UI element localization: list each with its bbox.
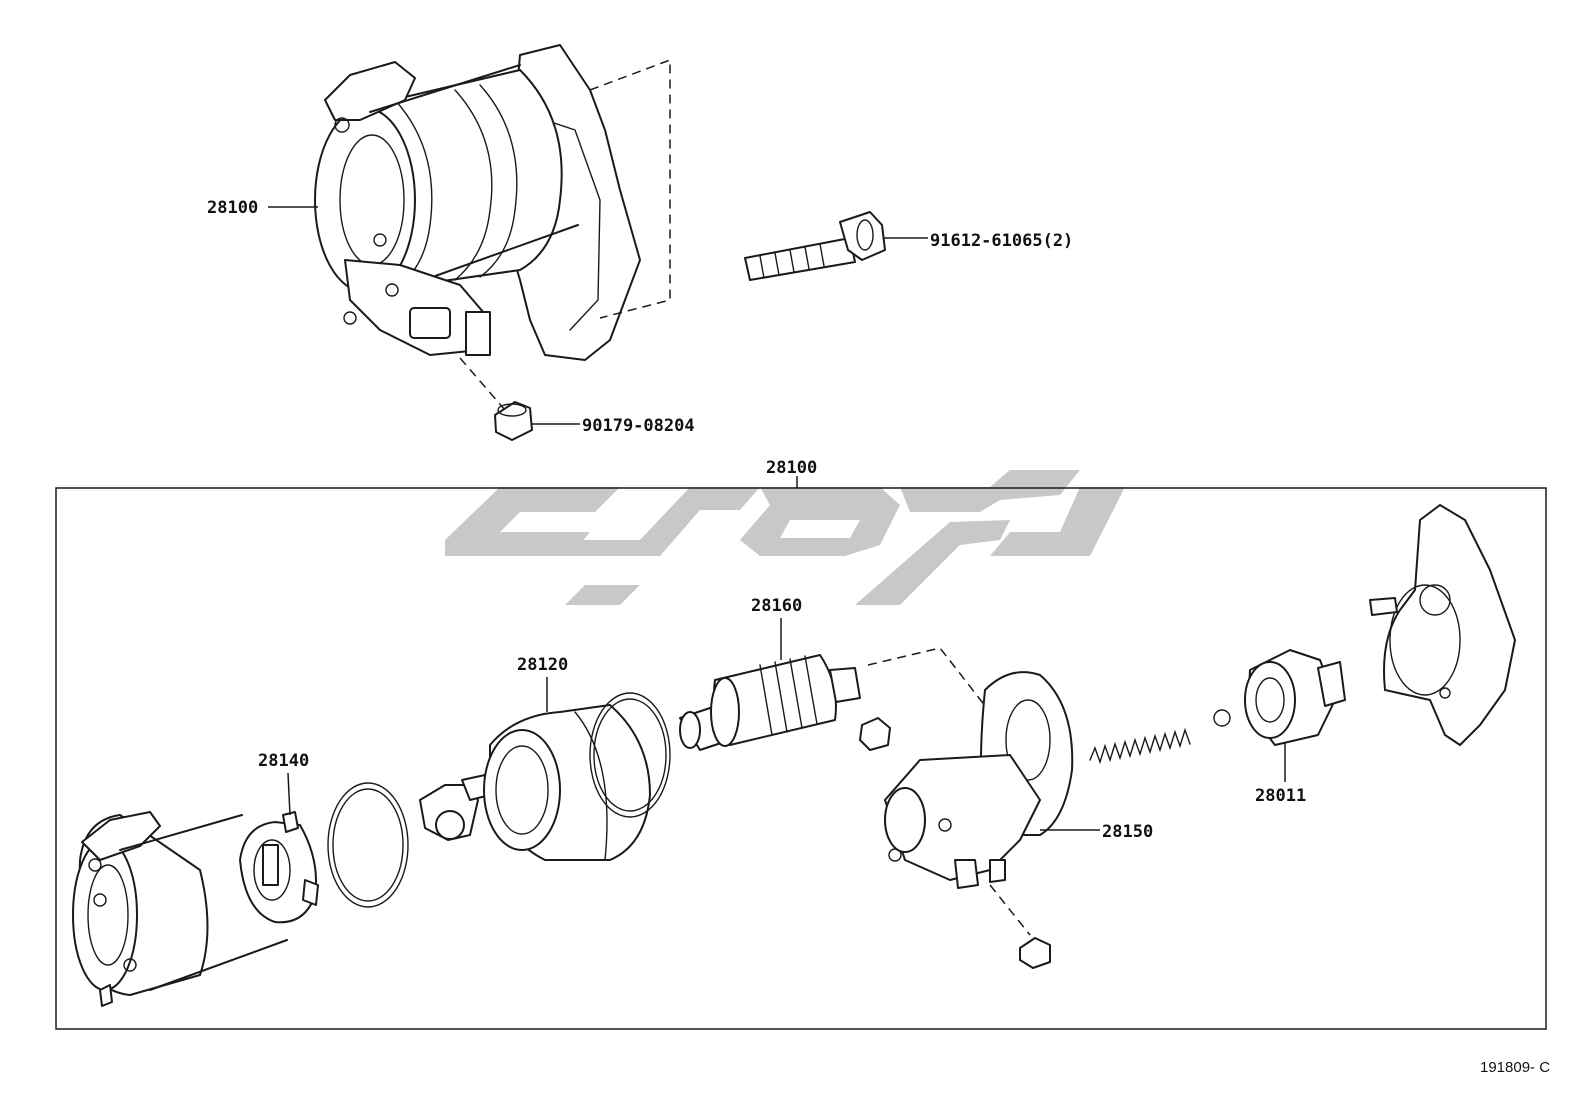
plunger [419, 774, 491, 841]
cap-lower [1019, 937, 1051, 969]
cap-part [459, 357, 533, 441]
group-frame [55, 487, 1547, 1030]
label-armature: 28160 [751, 596, 802, 616]
label-clutch: 28011 [1255, 786, 1306, 806]
watermark-logo [445, 470, 1125, 605]
spring [1089, 727, 1191, 765]
o-ring [327, 782, 409, 908]
steel-ball [1213, 709, 1231, 727]
leader-brush-holder [287, 772, 291, 816]
o-ring-inner [332, 788, 404, 902]
label-bolt: 91612-61065(2) [930, 231, 1073, 251]
label-brush-holder: 28140 [258, 751, 309, 771]
reference-code: 191809- C [1480, 1059, 1550, 1076]
armature [679, 654, 861, 751]
clutch [1244, 649, 1346, 746]
label-cap: 90179-08204 [582, 416, 695, 436]
brush-holder [239, 811, 319, 924]
drive-housing [1369, 504, 1516, 746]
yoke [483, 692, 671, 861]
end-cover [72, 811, 288, 1007]
small-nut [859, 717, 891, 751]
label-starter-assembly-top: 28100 [207, 198, 258, 218]
label-yoke: 28120 [517, 655, 568, 675]
starter-assembly-top [314, 44, 641, 361]
dashed-boundary-top [589, 58, 671, 319]
dashed-cap-lower [989, 884, 1031, 936]
label-housing: 28150 [1102, 822, 1153, 842]
dashed-boundary-mid [867, 647, 1001, 726]
label-starter-assembly-group: 28100 [766, 458, 817, 478]
housing [884, 671, 1074, 889]
bolt-part [744, 211, 886, 281]
